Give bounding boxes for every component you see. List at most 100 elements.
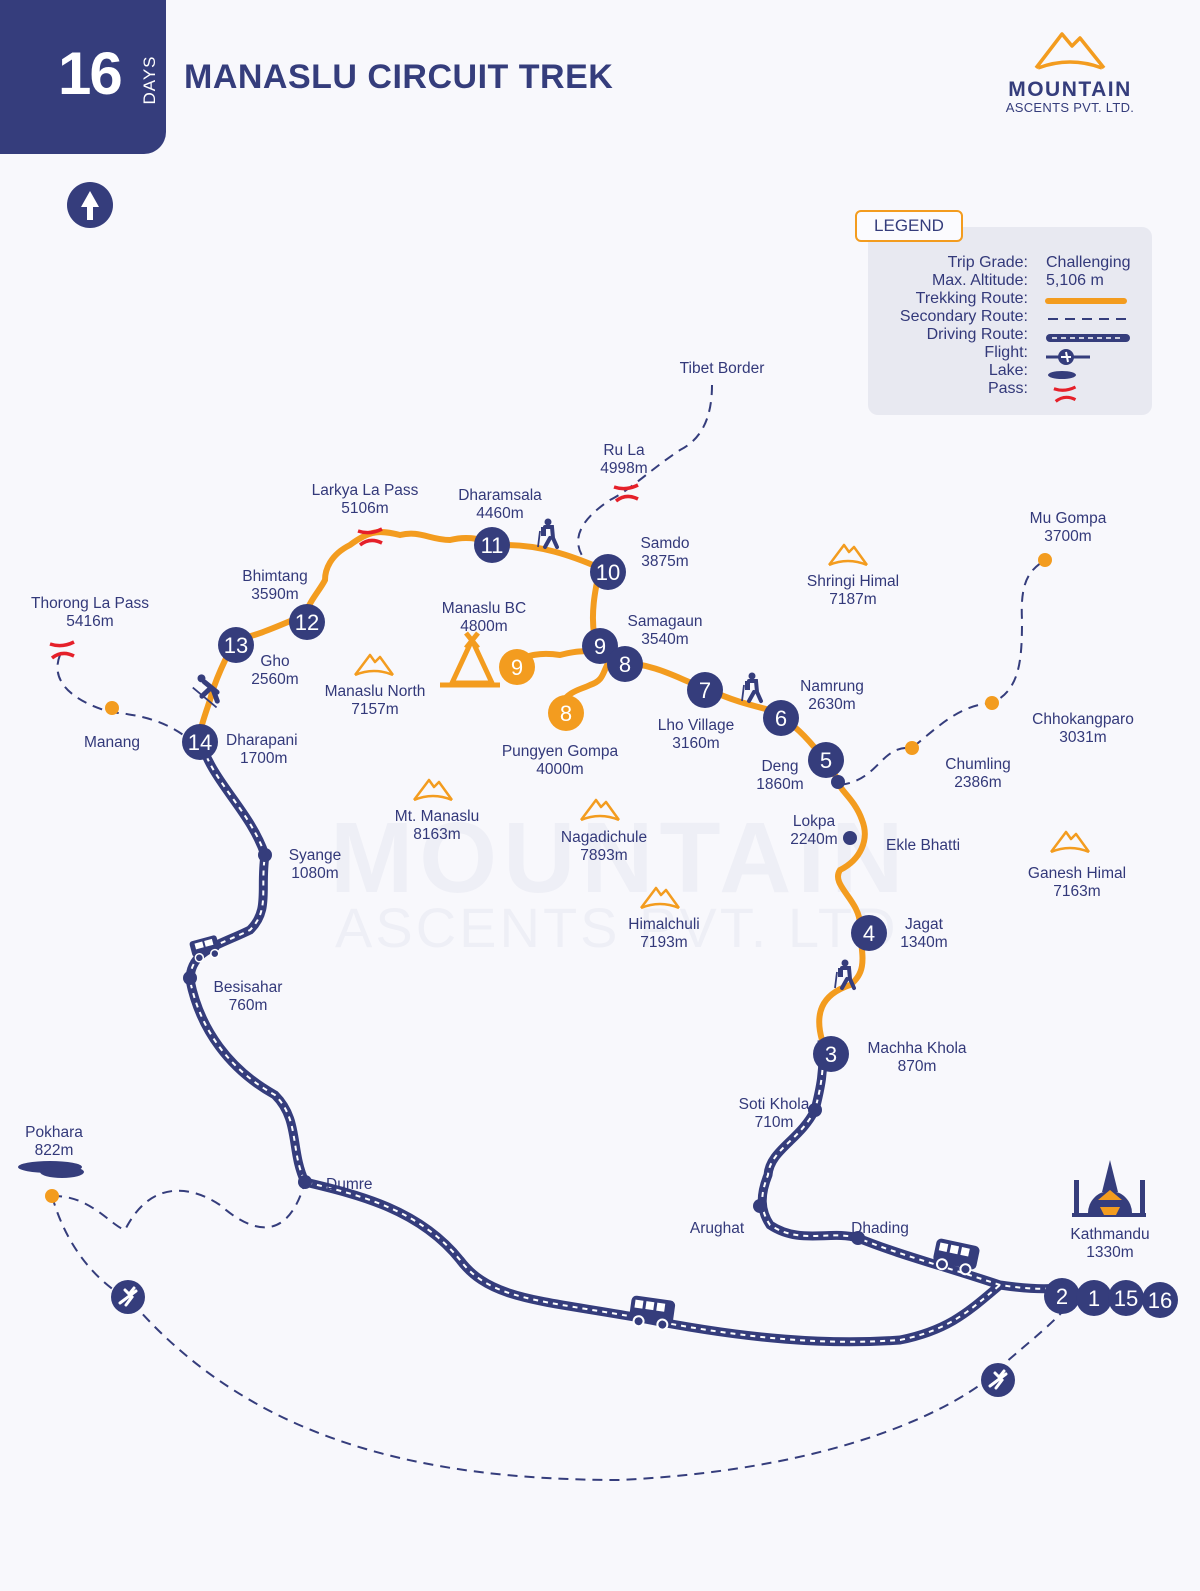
watermark-text: MOUNTAIN bbox=[330, 808, 909, 908]
plane-icon bbox=[109, 1278, 147, 1316]
svg-text:13: 13 bbox=[224, 633, 248, 658]
company-logo: MOUNTAIN ASCENTS PVT. LTD. bbox=[1005, 28, 1135, 115]
watermark-subtext: ASCENTS PVT. LTD. bbox=[335, 900, 917, 956]
pass-icon-ru-la bbox=[612, 483, 640, 503]
svg-text:16: 16 bbox=[1148, 1288, 1172, 1313]
day-marker-4: 4 bbox=[851, 915, 887, 951]
legend-row-driving-route: Driving Route: bbox=[926, 326, 1028, 343]
logo-subtitle: ASCENTS PVT. LTD. bbox=[1005, 100, 1135, 115]
day-marker-15: 15 bbox=[1108, 1280, 1144, 1316]
mountain-logo-icon bbox=[1034, 32, 1106, 70]
svg-text:6: 6 bbox=[775, 706, 787, 731]
place-label: Ekle Bhatti bbox=[886, 837, 961, 854]
peak-icon-manaslu-north bbox=[353, 653, 395, 677]
svg-text:14: 14 bbox=[188, 730, 212, 755]
day-marker-5: 5 bbox=[808, 742, 844, 778]
kathmandu-temple-icon bbox=[1072, 1160, 1146, 1217]
peak-icon-ganesh-himal bbox=[1049, 830, 1091, 854]
lake-icon bbox=[18, 1161, 84, 1178]
day-marker-12: 12 bbox=[289, 604, 325, 640]
legend-row-trip-grade: Trip Grade: Challenging bbox=[947, 254, 1131, 271]
legend-symbols bbox=[1045, 298, 1130, 403]
place-label: Manang bbox=[83, 734, 141, 751]
lake-symbol bbox=[1048, 371, 1076, 379]
svg-text:2: 2 bbox=[1056, 1284, 1068, 1309]
legend-row-max-altitude: Max. Altitude: 5,106 m bbox=[931, 272, 1104, 289]
logo-name: MOUNTAIN bbox=[1008, 78, 1132, 101]
day-marker-10: 10 bbox=[590, 554, 626, 590]
day-marker-11: 11 bbox=[474, 527, 510, 563]
day-marker-9-orange: 9 bbox=[499, 649, 535, 685]
day-marker-9-navy: 9 bbox=[582, 628, 618, 664]
place-dots bbox=[183, 775, 865, 1245]
north-arrow-icon bbox=[67, 182, 113, 228]
legend-row-secondary-route: Secondary Route: bbox=[899, 308, 1028, 325]
place-label: Tibet Border bbox=[679, 360, 765, 377]
day-marker-7: 7 bbox=[687, 672, 723, 708]
svg-text:11: 11 bbox=[481, 533, 504, 558]
place-label: Arughat bbox=[689, 1220, 745, 1237]
svg-text:4: 4 bbox=[863, 921, 875, 946]
svg-text:12: 12 bbox=[295, 610, 319, 635]
svg-text:7: 7 bbox=[699, 678, 711, 703]
day-marker-13: 13 bbox=[218, 627, 254, 663]
hiker-icon bbox=[833, 957, 856, 990]
jeep-icon bbox=[189, 935, 220, 963]
day-marker-16: 16 bbox=[1142, 1282, 1178, 1318]
tent-icon bbox=[440, 631, 500, 688]
place-label: Dhading bbox=[851, 1220, 909, 1237]
svg-text:3: 3 bbox=[825, 1042, 837, 1067]
map-title: MANASLU CIRCUIT TREK bbox=[184, 58, 614, 96]
day-marker-14: 14 bbox=[182, 724, 218, 760]
hiker-icon bbox=[740, 670, 763, 703]
day-marker-8-orange: 8 bbox=[548, 695, 584, 731]
svg-text:8: 8 bbox=[560, 701, 572, 726]
day-marker-1: 1 bbox=[1076, 1280, 1112, 1316]
day-markers: 14 13 12 11 10 9 8 9 8 7 6 5 4 3 2 1 15 … bbox=[182, 527, 1178, 1318]
peak-icon-mt-manaslu bbox=[412, 778, 454, 802]
svg-text:15: 15 bbox=[1114, 1286, 1138, 1311]
peak-icon-shringi-himal bbox=[827, 543, 869, 567]
days-number: 16 bbox=[58, 40, 123, 107]
svg-text:9: 9 bbox=[594, 634, 606, 659]
secondary-route bbox=[51, 384, 1046, 1232]
duration-badge: 16 DAYS bbox=[0, 0, 166, 154]
day-marker-3: 3 bbox=[813, 1036, 849, 1072]
pass-symbol bbox=[1052, 385, 1078, 403]
peak-icon-nagadichule bbox=[579, 798, 621, 822]
place-label: Dumre bbox=[326, 1176, 373, 1193]
secondary-place-dots bbox=[45, 553, 1052, 1203]
flight-route bbox=[51, 1195, 1081, 1482]
legend-title: LEGEND bbox=[855, 210, 963, 242]
day-marker-6: 6 bbox=[763, 700, 799, 736]
legend-row-trekking-route: Trekking Route: bbox=[915, 290, 1028, 307]
legend-row-pass: Pass: bbox=[987, 380, 1028, 397]
